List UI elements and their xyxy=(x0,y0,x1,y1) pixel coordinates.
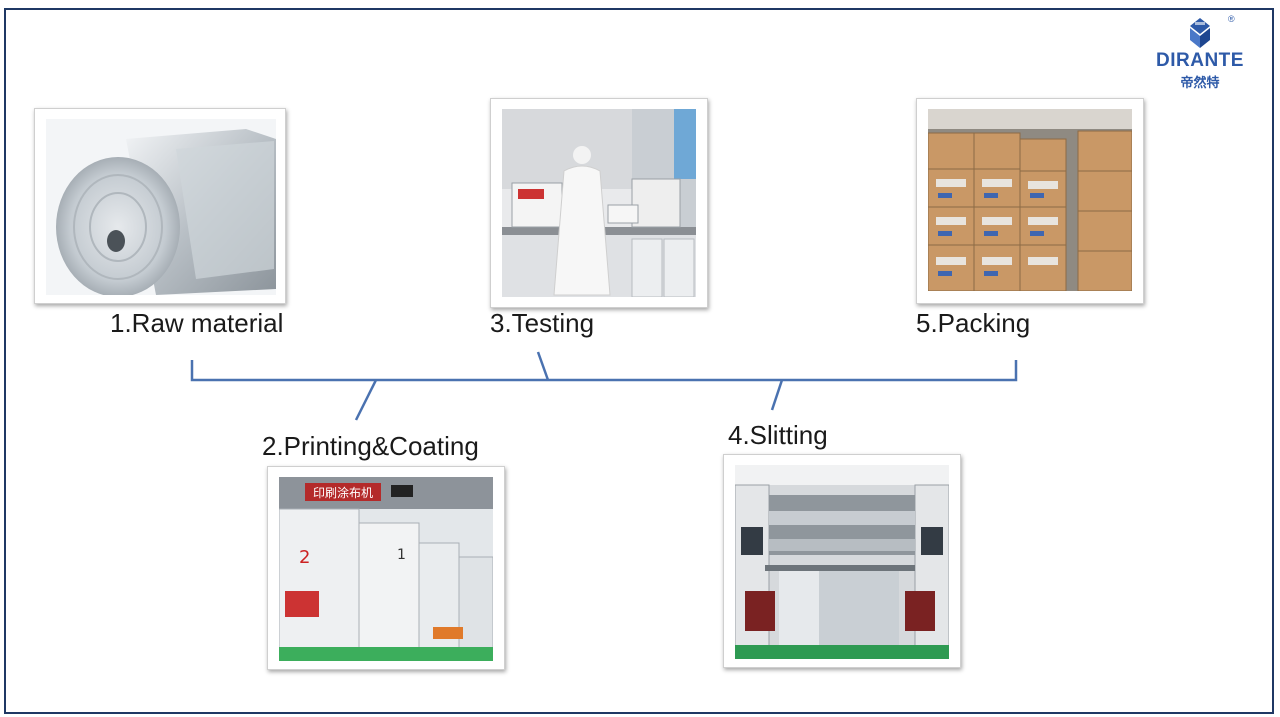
aluminum-coil-image xyxy=(46,119,276,295)
step-label-slitting: 4.Slitting xyxy=(728,420,828,450)
step-label-raw-material: 1.Raw material xyxy=(110,308,284,338)
lab-testing-image xyxy=(502,109,696,297)
step-label-testing: 3.Testing xyxy=(490,308,595,338)
printing-unit-1-text: 1 xyxy=(397,547,406,563)
printing-unit-2-text: 2 xyxy=(299,547,310,568)
photo-slitting xyxy=(723,454,961,668)
slitting-machine-image xyxy=(735,465,949,659)
step-label-printing-coating: 2.Printing&Coating xyxy=(262,431,479,461)
step-label-packing: 5.Packing xyxy=(916,308,1031,338)
printing-machine-image: 印刷涂布机 2 1 xyxy=(279,477,493,661)
photo-raw-material xyxy=(34,108,286,304)
logo-brand-text: DIRANTE xyxy=(1156,50,1244,71)
logo-brand-cn: 帝然特 xyxy=(1180,75,1220,90)
dirante-logo: ® DIRANTE 帝然特 xyxy=(1148,14,1252,92)
photo-printing-coating: 印刷涂布机 2 1 xyxy=(267,466,505,670)
diamond-logo-icon xyxy=(1190,18,1210,48)
registered-mark: ® xyxy=(1228,14,1235,24)
packed-boxes-image xyxy=(928,109,1132,291)
printing-banner-text: 印刷涂布机 xyxy=(313,485,373,500)
photo-testing xyxy=(490,98,708,308)
photo-packing xyxy=(916,98,1144,304)
